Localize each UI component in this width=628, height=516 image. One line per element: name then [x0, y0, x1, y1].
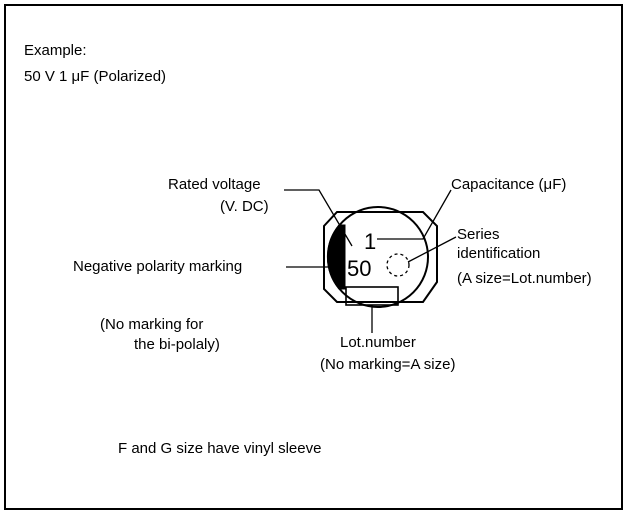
example-spec: 50 V 1 μF (Polarized) [24, 68, 167, 85]
rated-voltage-label: Rated voltage [168, 176, 261, 193]
series-id-leader [407, 236, 457, 263]
lot-number-note-label: (No marking=A size) [320, 356, 456, 373]
no-marking-label-line1: (No marking for [100, 316, 204, 333]
capacitance-label: Capacitance (μF) [451, 176, 567, 193]
series-label-line3: (A size=Lot.number) [457, 270, 592, 287]
capacitance-marking: 1 [364, 229, 376, 254]
negative-polarity-band [326, 224, 346, 290]
negative-polarity-arrowhead [330, 263, 338, 271]
capacitor-base-outline [323, 211, 438, 303]
rated-voltage-unit-label: (V. DC) [220, 198, 269, 215]
voltage-marking: 50 [347, 256, 371, 281]
no-marking-label-line2: the bi-polaly) [134, 336, 220, 353]
example-heading: Example: [24, 42, 87, 59]
diagram-frame [4, 4, 623, 510]
rated-voltage-leader [284, 189, 353, 247]
lot-number-label: Lot.number [340, 334, 416, 351]
series-id-dashed-circle [386, 253, 410, 277]
capacitance-leader [377, 189, 452, 240]
series-label-line2: identification [457, 245, 541, 262]
series-label-line1: Series [457, 226, 500, 243]
negative-polarity-label: Negative polarity marking [73, 258, 243, 275]
footer-note: F and G size have vinyl sleeve [118, 440, 322, 457]
